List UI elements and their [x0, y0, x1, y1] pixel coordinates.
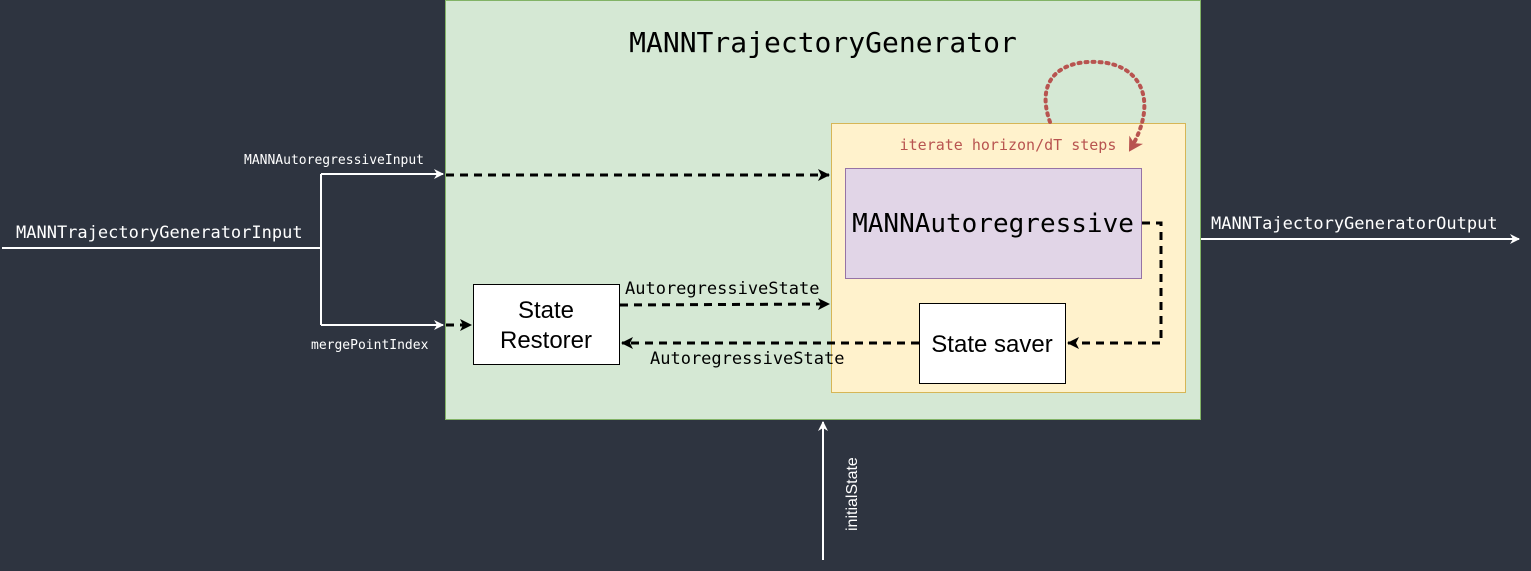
state-forward-label: AutoregressiveState [625, 279, 819, 299]
output-edge-label: MANNTajectoryGeneratorOutput [1211, 214, 1498, 234]
autoregressive-input-label: MANNAutoregressiveInput [244, 153, 424, 168]
autoregressive-block [845, 168, 1142, 279]
state-restorer-block [473, 284, 620, 365]
state-restorer-label-line1: State [518, 297, 574, 324]
input-edge-label: MANNTrajectoryGeneratorInput [16, 223, 303, 243]
loop-block-label: iterate horizon/dT steps [900, 136, 1117, 154]
initial-state-label: initialState [844, 457, 861, 531]
state-saver-block [919, 303, 1066, 384]
autoregressive-to-saver-edge [1067, 221, 1163, 349]
state-saver-label: State saver [931, 331, 1052, 358]
merge-point-label: mergePointIndex [311, 338, 429, 353]
state-forward-edge [619, 298, 830, 311]
autoregressive-block-label: MANNAutoregressive [852, 209, 1134, 239]
main-block-title: MANNTrajectoryGenerator [629, 26, 1017, 59]
state-restorer-label-line2: Restorer [500, 327, 592, 354]
state-back-label: AutoregressiveState [650, 349, 844, 369]
loop-arrow [1043, 59, 1147, 152]
